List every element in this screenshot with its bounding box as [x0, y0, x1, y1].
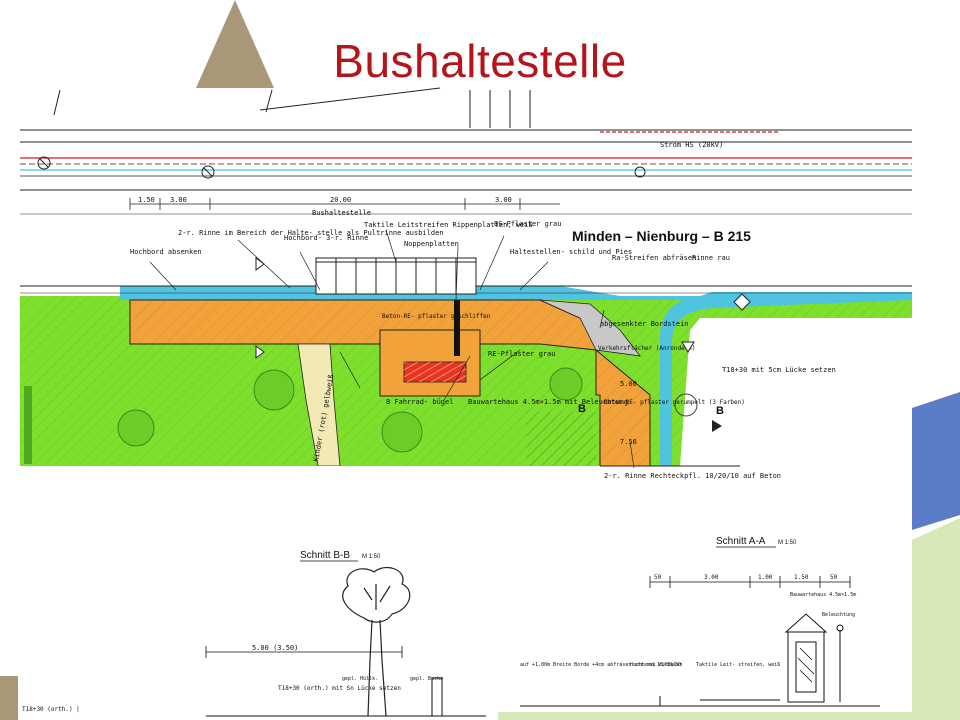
dim-3: 20.00: [330, 196, 351, 204]
section-bb-left-label: T18+30 (orth.) |: [22, 706, 80, 713]
section-bb-title: Schnitt B-B: [300, 550, 350, 561]
label-hochbord: Hochbord absenken: [130, 248, 202, 256]
label-noppenplatten: Noppenplatten: [404, 240, 459, 248]
section-bb-note-t18: T18+30 (orth.) mit Sn Lücke setzen: [278, 685, 401, 692]
label-haltestellenschild: Haltestellen- schild und Pies: [510, 248, 632, 256]
hedge-strip: [24, 386, 32, 464]
label-bauwartehaus: Bauwartehaus 4.5m×1.5m mit Beleuchtung: [468, 398, 628, 406]
green-band-decoration: [912, 518, 960, 720]
dim-6: 7.56: [620, 438, 637, 446]
shelter-elevation: [784, 613, 844, 703]
section-aa-dimension-chain: [649, 576, 851, 588]
tan-triangle-decoration: [196, 0, 274, 88]
aa-dim-5: 50: [830, 574, 838, 581]
slide-title: Bushaltestelle: [333, 35, 627, 87]
label-hochbord-rinne: Hochbord- 3-r. Rinne: [284, 234, 368, 242]
aa-label-light: Beleuchtung: [822, 612, 855, 618]
section-aa-drawing: Schnitt A-A M 1:50 50 3.00 1.00 1.50 50 …: [520, 536, 880, 707]
section-bb-drawing: Schnitt B-B M 1:50 5.00 (3.50) T18+30 (o…: [205, 550, 486, 717]
blue-wedge-decoration: [912, 392, 960, 530]
tree-symbols: [117, 367, 698, 453]
dimension-line: [129, 198, 560, 210]
label-re-pflaster-grau: RE-Pflaster grau: [488, 350, 555, 358]
aa-dim-2: 3.00: [704, 574, 719, 581]
aa-dim-1: 50: [654, 574, 662, 581]
power-line-label: Strom HS (20kV): [660, 141, 723, 149]
road-name-label: Minden – Nienburg – B 215: [572, 228, 751, 244]
upper-linework: [20, 87, 912, 143]
label-bs-pflaster: BS-Pflaster grau: [494, 220, 561, 228]
paved-platform: [129, 299, 651, 467]
bus-stop-label: Bushaltestelle: [312, 209, 371, 217]
section-aa-scale: M 1:50: [778, 540, 797, 546]
tree-elevation: [342, 567, 411, 717]
label-t18-luecke: T18+30 mit 5cm Lücke setzen: [722, 366, 836, 374]
label-beton-re-gerumpelt: Beton-RE- pflaster gerumpelt (3 Farben): [604, 399, 745, 406]
label-verkehrsflaecher: Verkehrsflächer (Anrondern): [598, 345, 696, 352]
dim-2: 3.00: [170, 196, 187, 204]
dim-1: 1.50: [138, 196, 155, 204]
aa-dim-4: 1.50: [794, 574, 809, 581]
label-rinne-pultrinne: 2-r. Rinne im Bereich der Halte- stelle …: [178, 229, 444, 237]
label-rinne-rechteck: 2-r. Rinne Rechteckpfl. 10/20/10 auf Bet…: [604, 472, 781, 480]
dim-5: 5.00: [620, 380, 637, 388]
dim-4: 3.00: [495, 196, 512, 204]
label-bordstein: abgesenkter Bordstein: [600, 320, 689, 328]
label-beton-re-pflaster: Beton-RE- pflaster geschliffen: [382, 313, 491, 320]
section-marker-b-left: B: [578, 403, 586, 415]
label-rinne-rau: Rinne rau: [692, 254, 730, 262]
plan-bottom-edge: [0, 466, 912, 472]
section-bb-note-huellk: gepl. Hüllk.: [342, 676, 378, 682]
green-bottom-strip: [498, 712, 912, 720]
section-bb-note-bucke: gepl. Bucke: [410, 676, 443, 682]
section-arrow-icon: [712, 420, 722, 432]
road-symbols: [37, 156, 646, 179]
aa-label-shelter: Bauwartehaus 4.5m×1.5m: [790, 592, 856, 598]
section-marker-b-right: B: [716, 405, 724, 417]
aa-label-curb: Hochbord 15/30/50: [630, 662, 681, 668]
label-ra-streifen: Ra-Streifen abfräsen: [612, 254, 696, 262]
label-tactile-strips: Taktile Leitstreifen Rippenplatten, weiß: [364, 221, 533, 229]
roadway-lines: [20, 131, 912, 215]
aa-label-tactile: Taktile Leit- streifen, weiß: [696, 662, 780, 668]
traffic-sign-icons: [255, 257, 751, 359]
section-bb-dimension: 5.00 (3.50): [252, 644, 298, 652]
bus-shelter-plan: [315, 257, 477, 295]
aa-dim-3: 1.00: [758, 574, 773, 581]
section-aa-ground: [520, 696, 880, 707]
section-aa-title: Schnitt A-A: [716, 536, 766, 547]
aa-label-note: auf +1.00m Breite Borde +4cm abfräsen un…: [520, 662, 683, 668]
label-fahrradbuegel: 8 Fahrrad- bügel: [386, 398, 453, 406]
tan-corner-decoration: [0, 676, 18, 720]
section-bb-scale: M 1:50: [362, 554, 381, 560]
